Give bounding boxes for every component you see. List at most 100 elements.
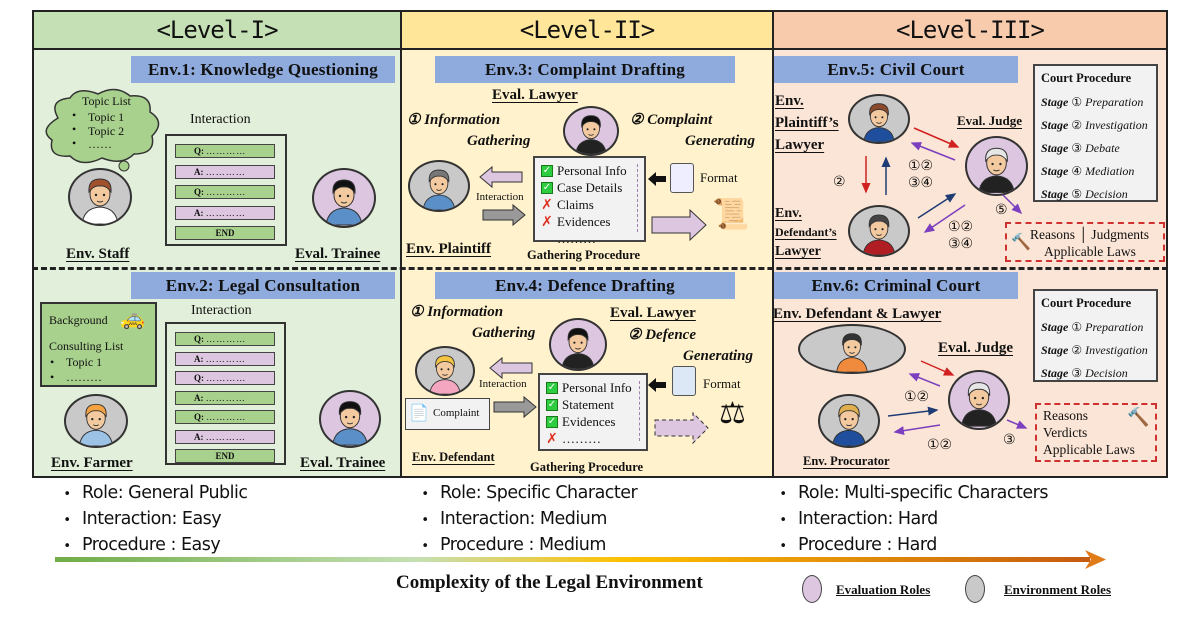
checklist-text: Personal Info: [562, 380, 632, 395]
bubble-tag: A:: [194, 392, 204, 403]
env-defendant-avatar: [415, 346, 475, 396]
label-line: Lawyer: [775, 137, 825, 153]
label-line: Env.: [775, 93, 804, 109]
summary-item: Interaction: Easy: [52, 507, 248, 533]
defendant-and-lawyer-avatar: [798, 324, 906, 374]
env6-title: Env.6: Criminal Court: [774, 272, 1018, 299]
gathering-checklist: ✓Personal Info✓Statement✓Evidences✗………: [538, 373, 648, 451]
stage-word: Stage: [1041, 164, 1069, 178]
format-label: Format: [703, 376, 741, 391]
bubble-tag: Q:: [194, 334, 204, 344]
step-line: Gathering: [467, 133, 531, 149]
complaint-card: 📄 Complaint: [405, 398, 490, 430]
person-figure-icon: [863, 103, 895, 142]
eval-trainee-avatar: [312, 168, 376, 228]
bubble-text: …………: [206, 146, 247, 156]
stage-name: Decision: [1085, 187, 1128, 201]
stage-number: ①: [1071, 95, 1083, 109]
env3-title: Env.3: Complaint Drafting: [435, 56, 735, 83]
outputs-line: Reasons: [1043, 408, 1088, 423]
consulting-list-label: Consulting List: [49, 339, 124, 353]
eval-lawyer-label: Eval. Lawyer: [492, 87, 578, 103]
checklist-text: Evidences: [557, 214, 611, 229]
eval-judge-label: Eval. Judge: [938, 340, 1014, 356]
legend-env-swatch: [965, 575, 985, 603]
stage-mark: ①②: [908, 158, 934, 174]
check-icon: ✓: [541, 181, 553, 194]
consult-item: Topic 1: [66, 355, 103, 369]
step-line: ① Information: [407, 112, 501, 128]
person-figure-icon: [332, 401, 368, 446]
cross-icon: ✗: [546, 430, 558, 447]
bubble-text: …………: [205, 207, 246, 218]
eval-judge-label: Eval. Judge: [957, 113, 1023, 128]
checklist-text: Personal Info: [557, 163, 627, 178]
bubble-tag: A:: [194, 431, 204, 442]
end-bubble: END: [175, 449, 275, 463]
stage-number: ①: [1071, 320, 1083, 334]
chat-bubble: A: …………: [175, 351, 275, 366]
dashed-divider: [32, 267, 1168, 270]
legend-eval-swatch: [802, 575, 822, 603]
criminal-outputs-box: Reasons Verdicts Applicable Laws 🔨: [1035, 403, 1157, 462]
progress-dashed-arrow: [637, 164, 638, 232]
stage-number: ②: [1071, 118, 1083, 132]
eval-judge-avatar: [965, 136, 1028, 196]
label-line: Lawyer: [775, 244, 821, 259]
chat-bubble: A: …………: [175, 390, 275, 405]
checklist-text: Evidences: [562, 414, 616, 429]
summary-item: Role: Multi-specific Characters: [768, 481, 1048, 507]
label-line: Plaintiff’s: [775, 115, 839, 131]
stage-number: ④: [1071, 164, 1083, 178]
checklist-item: ✓Personal Info: [541, 162, 638, 179]
summary-item: Interaction: Hard: [768, 507, 1048, 533]
check-icon: ✓: [546, 381, 558, 394]
summary-item: Procedure : Medium: [410, 533, 637, 559]
interaction-label: Interaction: [191, 303, 252, 318]
defendant-lawyer-avatar: [848, 205, 910, 257]
env-farmer-label: Env. Farmer: [51, 455, 133, 471]
summary-item: Role: General Public: [52, 481, 248, 507]
stage-name: Decision: [1085, 366, 1128, 380]
person-figure-icon: [831, 403, 867, 446]
step-line: Generating: [683, 348, 754, 364]
stage-mark: ①②: [948, 219, 974, 235]
check-icon: ✓: [546, 415, 558, 428]
level-3-title: <Level-III>: [896, 16, 1045, 44]
level-1-header: <Level-I>: [32, 10, 402, 50]
complaint-label: Complaint: [433, 407, 480, 419]
stage-name: Mediation: [1085, 164, 1135, 178]
topic-item: ……: [88, 137, 112, 151]
stage-mark: ①②: [904, 389, 930, 405]
stage-word: Stage: [1041, 95, 1069, 109]
eval-lawyer-avatar: [549, 318, 607, 371]
stage-mark: ⑤: [995, 202, 1008, 218]
bubble-text: …………: [206, 334, 247, 344]
stage-word: Stage: [1041, 141, 1069, 155]
summary-item: Procedure : Easy: [52, 533, 248, 559]
stage-mark: ②: [833, 174, 846, 190]
topic-item: Topic 2: [88, 124, 125, 138]
civil-outputs-box: 🔨 Reasons │ Judgments Applicable Laws: [1005, 222, 1165, 262]
person-figure-icon: [836, 333, 868, 372]
person-figure-icon: [862, 214, 896, 255]
checklist-item: ✓Case Details: [541, 179, 638, 196]
person-figure-icon: [81, 178, 119, 224]
env1-title: Env.1: Knowledge Questioning: [131, 56, 395, 83]
env-defendant-label: Env. Defendant: [412, 450, 495, 464]
bubble-tag: A:: [194, 207, 204, 218]
background-label: Background: [49, 313, 108, 327]
person-figure-icon: [961, 382, 997, 427]
stage-name: Debate: [1085, 141, 1120, 155]
stage-number: ⑤: [1071, 187, 1083, 201]
summary-item: Role: Specific Character: [410, 481, 638, 507]
gavel-icon: 🔨: [1127, 407, 1150, 427]
background-box: Background 🚕 Consulting List Topic 1 …………: [40, 302, 157, 387]
stage-number: ③: [1071, 141, 1083, 155]
plaintiff-lawyer-avatar: [848, 94, 910, 144]
env-staff-avatar: [68, 168, 132, 226]
chat-bubble: Q: …………: [175, 410, 275, 424]
outputs-line: Reasons │ Judgments: [1030, 227, 1150, 242]
